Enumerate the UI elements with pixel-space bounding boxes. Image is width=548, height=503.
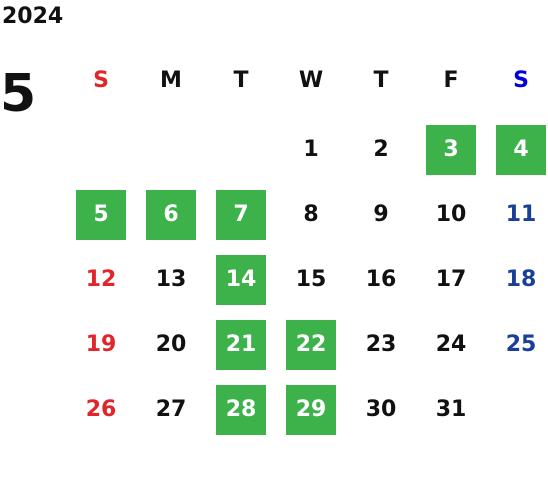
day-cell-23[interactable]: 23 [365,332,397,357]
day-cell-6[interactable]: 6 [146,190,196,240]
day-cell-26[interactable]: 26 [85,397,117,422]
day-cell-20[interactable]: 20 [155,332,187,357]
month-label: 5 [0,64,37,124]
day-cell-11[interactable]: 11 [505,202,537,227]
weekday-weekday-1: M [160,68,182,93]
day-cell-25[interactable]: 25 [505,332,537,357]
weekday-weekday-3: W [298,68,324,93]
day-cell-4[interactable]: 4 [496,125,546,175]
day-cell-3[interactable]: 3 [426,125,476,175]
day-cell-7[interactable]: 7 [216,190,266,240]
day-cell-18[interactable]: 18 [505,267,537,292]
weekday-weekday-5: F [443,68,459,93]
day-cell-9[interactable]: 9 [373,202,389,227]
year-label: 2024 [2,4,64,29]
weekday-sat-6: S [513,68,529,93]
day-cell-15[interactable]: 15 [295,267,327,292]
day-cell-5[interactable]: 5 [76,190,126,240]
day-cell-17[interactable]: 17 [435,267,467,292]
day-cell-8[interactable]: 8 [303,202,319,227]
day-cell-28[interactable]: 28 [216,385,266,435]
day-cell-13[interactable]: 13 [155,267,187,292]
weekday-weekday-4: T [373,68,389,93]
day-cell-14[interactable]: 14 [216,255,266,305]
day-cell-27[interactable]: 27 [155,397,187,422]
day-cell-2[interactable]: 2 [373,137,389,162]
weekday-weekday-2: T [233,68,249,93]
day-cell-10[interactable]: 10 [435,202,467,227]
day-cell-24[interactable]: 24 [435,332,467,357]
day-cell-12[interactable]: 12 [85,267,117,292]
day-cell-19[interactable]: 19 [85,332,117,357]
day-cell-22[interactable]: 22 [286,320,336,370]
day-cell-1[interactable]: 1 [303,137,319,162]
day-cell-29[interactable]: 29 [286,385,336,435]
day-cell-16[interactable]: 16 [365,267,397,292]
day-cell-30[interactable]: 30 [365,397,397,422]
day-cell-21[interactable]: 21 [216,320,266,370]
weekday-sun-0: S [93,68,109,93]
day-cell-31[interactable]: 31 [435,397,467,422]
